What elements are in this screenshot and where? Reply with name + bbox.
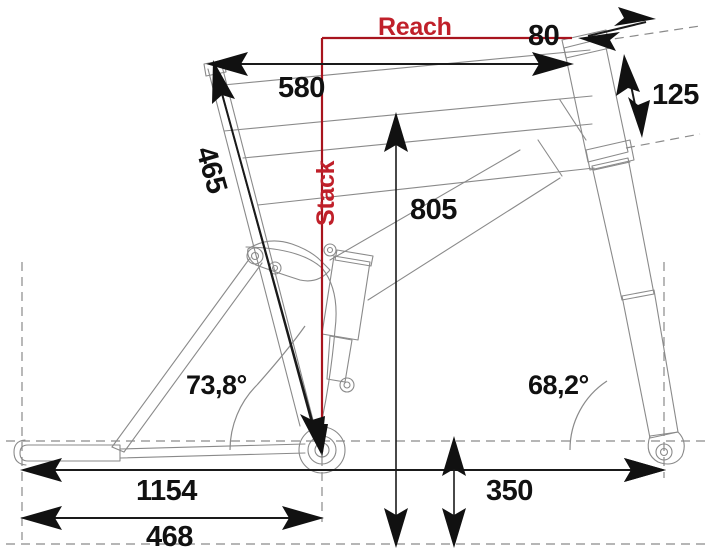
label-468: 468 (146, 521, 193, 553)
shock-upper-pivot (323, 243, 337, 257)
head-angle-arc (569, 380, 608, 451)
bike-frame-linework (13, 29, 685, 474)
dim-805-arrow-bottom (384, 508, 408, 548)
dim-bb-drop-arrow-top (442, 436, 466, 476)
label-1154: 1154 (136, 475, 197, 507)
dim-580-arrow-left (206, 52, 248, 76)
top-tube-upper-edge (212, 49, 591, 87)
dimension-bb-drop (442, 436, 466, 548)
dim-bb-drop-arrow-bottom (442, 508, 466, 548)
label-580: 580 (278, 72, 325, 104)
rear-shock-shaft (326, 335, 353, 383)
dim-80-line (587, 21, 647, 37)
dim-465-arrow-bottom (300, 414, 325, 454)
dim-465-arrow-top (212, 60, 235, 104)
down-tube-upper-edge (242, 123, 593, 159)
seat-tube-left-edge (207, 68, 301, 427)
seat-angle-arc-ext (256, 325, 306, 386)
seat-angle-arc (229, 384, 258, 451)
rear-shock-body (321, 255, 371, 341)
dimension-125: 125 (616, 54, 700, 138)
label-head-tube-angle: 68,2° (528, 370, 589, 400)
shock-lower-pivot-inner (343, 381, 351, 389)
dim-1154-arrow-left (20, 458, 62, 482)
dimension-468: 468 (20, 506, 324, 553)
rear-dropout (19, 444, 121, 462)
top-tube-lower-edge (223, 95, 593, 132)
label-805: 805 (410, 194, 457, 226)
seatstay-upper-edge (123, 262, 263, 453)
label-reach: Reach (378, 13, 452, 41)
gusset-line-b (367, 177, 561, 301)
dimension-805: 805 (384, 112, 458, 548)
chainstay-bottom (119, 452, 306, 459)
gusset-line-c (537, 139, 563, 177)
gusset-line-a (329, 149, 521, 261)
shock-lower-pivot (339, 377, 355, 393)
dimension-350: 350 (396, 458, 666, 507)
shock-upper-pivot-inner (326, 246, 334, 254)
dim-80-arrow-left (578, 32, 620, 51)
dimension-1154: 1154 (20, 458, 666, 507)
chainstay-top (119, 443, 306, 450)
down-tube-lower-edge (257, 167, 595, 206)
rear-shock-top-cap (334, 249, 374, 267)
guide-headtube-bottom-ext (625, 133, 701, 149)
fork-stanchion (591, 157, 655, 301)
dim-580-arrow-right (532, 52, 574, 76)
head-tube-bottom-cup (585, 139, 635, 171)
label-350: 350 (486, 475, 533, 507)
dim-80-arrow-right (614, 7, 656, 26)
dim-468-arrow-left (20, 506, 62, 530)
label-125: 125 (652, 79, 699, 111)
dim-468-arrow-right (282, 506, 324, 530)
dim-805-arrow-top (384, 112, 408, 152)
label-465: 465 (189, 143, 233, 197)
fork-crown-line (593, 161, 631, 171)
fork-lower-leg (621, 289, 679, 439)
dimension-80: 80 (528, 7, 656, 52)
guide-headtube-top-ext (599, 25, 701, 42)
label-80: 80 (528, 20, 559, 52)
label-seat-tube-angle: 73,8° (186, 370, 247, 400)
dim-125-arrow-top (616, 54, 640, 96)
dim-350-arrow-right (624, 458, 666, 482)
dim-465-line (215, 71, 319, 443)
label-stack: Stack (312, 160, 340, 226)
seatstay-end-cap (111, 446, 125, 453)
seat-tube-right-edge (221, 65, 315, 425)
construction-guides (6, 25, 706, 545)
seat-tube-curve (245, 246, 337, 421)
rear-dropout-outer (13, 439, 27, 466)
rocker-link (247, 240, 331, 282)
seatstay-lower-edge (111, 257, 251, 448)
dimension-580: 580 (206, 52, 574, 104)
dim-125-arrow-bottom (628, 97, 650, 138)
